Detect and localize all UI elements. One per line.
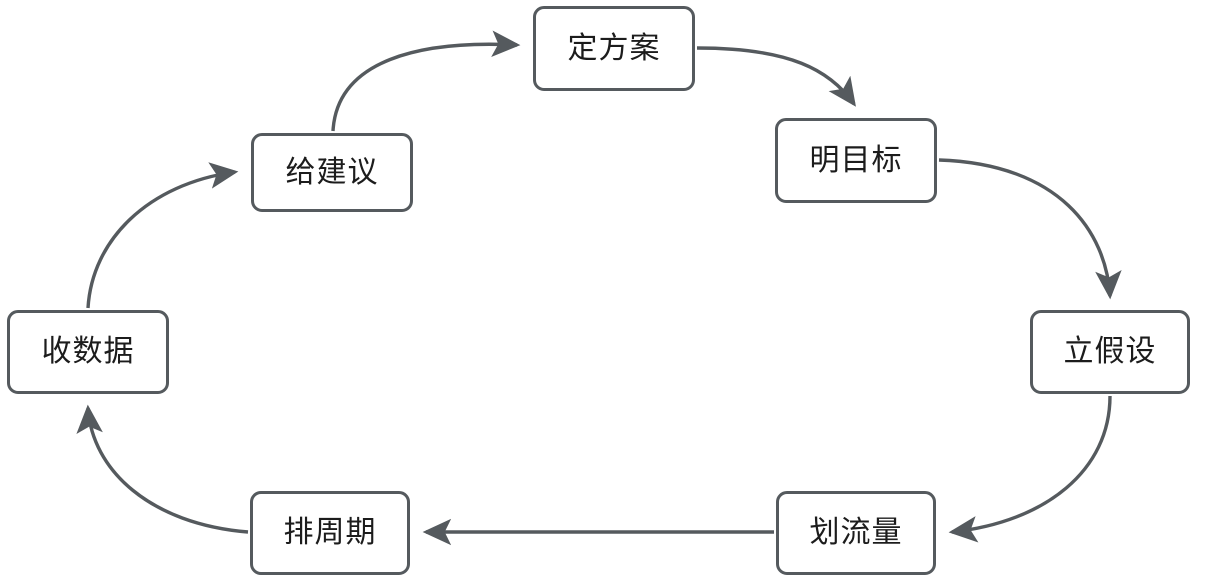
node-gei-jian-yi[interactable]: 给建议 bbox=[251, 133, 413, 212]
node-hua-liu-liang[interactable]: 划流量 bbox=[776, 491, 936, 575]
node-label: 排周期 bbox=[283, 515, 377, 550]
edge-gei-jian-yi-to-ding-fang-an bbox=[331, 30, 521, 132]
edge-li-jia-she-to-hua-liu-liang bbox=[948, 395, 1112, 543]
node-ding-fang-an[interactable]: 定方案 bbox=[533, 6, 695, 91]
node-label: 划流量 bbox=[809, 515, 903, 550]
node-label: 收数据 bbox=[41, 334, 135, 369]
edge-ding-fang-an-to-ming-mu-biao bbox=[696, 46, 856, 107]
node-label: 定方案 bbox=[567, 30, 661, 66]
edge-pai-zhou-qi-to-shou-shu-ju bbox=[76, 404, 249, 534]
node-pai-zhou-qi[interactable]: 排周期 bbox=[250, 491, 410, 575]
node-shou-shu-ju[interactable]: 收数据 bbox=[7, 310, 169, 394]
edge-shou-shu-ju-to-gei-jian-yi bbox=[86, 162, 239, 309]
node-li-jia-she[interactable]: 立假设 bbox=[1030, 310, 1190, 394]
node-label: 立假设 bbox=[1063, 334, 1157, 369]
node-label: 给建议 bbox=[285, 154, 379, 190]
node-label: 明目标 bbox=[809, 142, 903, 178]
edge-ming-mu-biao-to-li-jia-she bbox=[938, 158, 1122, 300]
node-ming-mu-biao[interactable]: 明目标 bbox=[775, 118, 937, 203]
